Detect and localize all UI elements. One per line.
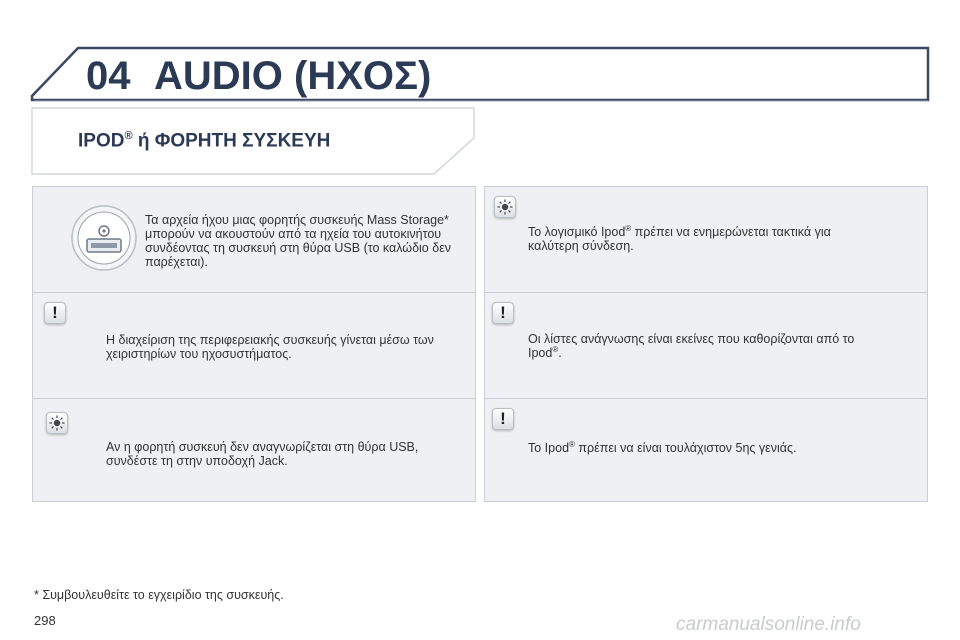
exclamation-icon: ! — [492, 302, 514, 324]
registered-mark: ® — [625, 223, 632, 233]
section-title-rest: ή ΦΟΡΗΤΗ ΣΥΣΚΕΥΗ — [132, 130, 331, 152]
text-segment: . — [558, 346, 562, 360]
text-segment: Ipod — [528, 346, 553, 360]
registered-mark: ® — [569, 439, 575, 449]
ipod-generation-note: Το Ipod® πρέπει να είναι τουλάχιστον 5ης… — [528, 439, 797, 455]
ipod-software-note: Το λογισμικό Ipod® πρέπει να ενημερώνετα… — [528, 223, 831, 253]
playlists-line-1: Οι λίστες ανάγνωσης είναι εκείνες που κα… — [528, 332, 855, 346]
section-title-main: IPOD — [78, 130, 125, 152]
warning-note-line-2: χειριστηρίων του ηχοσυστήματος. — [106, 347, 292, 361]
right-divider-1 — [484, 292, 928, 293]
lightbulb-glyph — [497, 199, 513, 215]
warning-note-text: Η διαχείριση της περιφερειακής συσκευής … — [106, 333, 434, 361]
right-divider-2 — [484, 398, 928, 399]
left-divider-1 — [32, 292, 476, 293]
registered-mark: ® — [124, 130, 133, 142]
text-segment: Το λογισμικό Ipod — [528, 225, 626, 239]
header-frame — [30, 46, 930, 175]
exclamation-icon: ! — [492, 408, 514, 430]
text-segment: Το Ipod — [528, 441, 570, 455]
usb-note-line-4: παρέχεται). — [145, 255, 208, 269]
text-segment: πρέπει να είναι τουλάχιστον 5ης γενιάς. — [574, 441, 797, 455]
usb-note-line-1: Τα αρχεία ήχου μιας φορητής συσκευής Mas… — [145, 213, 449, 227]
usb-note-line-2: μπορούν να ακουστούν από τα ηχεία του αυ… — [145, 227, 442, 241]
lightbulb-icon — [46, 412, 68, 434]
section-title: IPOD® ή ΦΟΡΗΤΗ ΣΥΣΚΕΥΗ — [78, 130, 330, 152]
page-number: 298 — [34, 613, 56, 628]
playlists-note: Οι λίστες ανάγνωσης είναι εκείνες που κα… — [528, 332, 854, 360]
ipod-software-line-1: Το λογισμικό Ipod® πρέπει να ενημερώνετα… — [528, 223, 831, 239]
text-segment: πρέπει να ενημερώνεται τακτικά για — [631, 225, 831, 239]
warning-note-line-1: Η διαχείριση της περιφερειακής συσκευής … — [106, 333, 434, 347]
chapter-title: AUDIO (ΗΧΟΣ) — [154, 54, 432, 98]
tip-note-line-2: συνδέστε τη στην υποδοχή Jack. — [106, 454, 288, 468]
watermark: carmanualsonline.info — [676, 614, 861, 635]
tip-note-line-1: Αν η φορητή συσκευή δεν αναγνωρίζεται στ… — [106, 440, 419, 454]
tip-note-text: Αν η φορητή συσκευή δεν αναγνωρίζεται στ… — [106, 440, 418, 468]
lightbulb-glyph — [49, 415, 65, 431]
usb-note-line-3: συνδέοντας τη συσκευή στη θύρα USB (το κ… — [145, 241, 452, 255]
footnote: * Συμβουλευθείτε το εγχειρίδιο της συσκε… — [34, 588, 284, 602]
left-divider-2 — [32, 398, 476, 399]
ipod-generation-line-1: Το Ipod® πρέπει να είναι τουλάχιστον 5ης… — [528, 439, 797, 455]
playlists-line-2: Ipod®. — [528, 344, 854, 360]
right-panel — [484, 186, 928, 502]
usb-note-text: Τα αρχεία ήχου μιας φορητής συσκευής Mas… — [145, 213, 451, 269]
registered-mark: ® — [552, 344, 559, 354]
ipod-software-line-2: καλύτερη σύνδεση. — [528, 239, 634, 253]
chapter-number: 04 — [86, 54, 131, 98]
exclamation-icon: ! — [44, 302, 66, 324]
usb-port-icon — [71, 205, 137, 271]
lightbulb-icon — [494, 196, 516, 218]
